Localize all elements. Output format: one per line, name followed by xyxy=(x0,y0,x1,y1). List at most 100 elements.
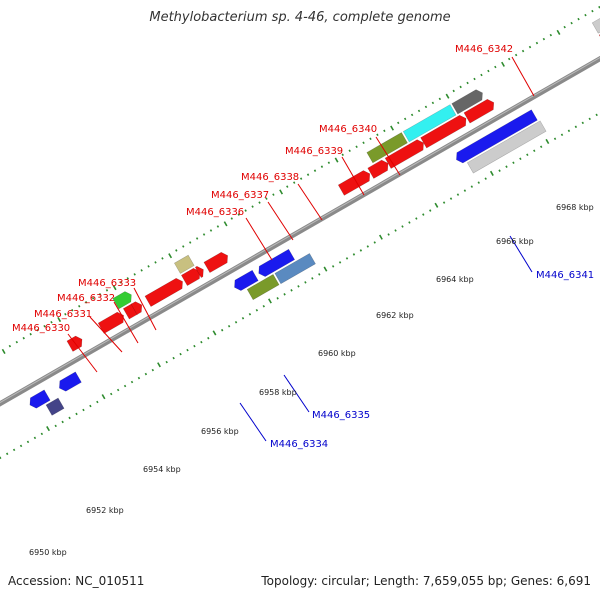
scale-tick xyxy=(105,289,109,292)
gene-label: M446_6339 xyxy=(285,146,343,157)
gene-arrow[interactable] xyxy=(45,397,65,416)
gene-arrow[interactable] xyxy=(203,250,231,274)
scale-tick xyxy=(526,153,529,156)
scale-tick xyxy=(570,21,573,25)
forward-strand xyxy=(66,2,600,352)
scale-tick xyxy=(182,245,185,248)
scale-tick xyxy=(574,125,578,129)
gene-arrow[interactable] xyxy=(274,253,316,285)
scale-tick xyxy=(424,105,428,109)
scale-tick xyxy=(276,297,279,300)
scale-tick xyxy=(348,149,351,153)
scale-tick xyxy=(40,432,44,436)
scale-tick xyxy=(366,245,370,248)
scale-tick xyxy=(556,29,561,35)
scale-tick xyxy=(581,121,584,125)
scale-tick xyxy=(505,165,508,168)
kbp-label: 6964 kbp xyxy=(436,275,474,284)
gene-arrow[interactable] xyxy=(256,248,296,278)
scale-tick xyxy=(237,213,240,216)
scale-tick xyxy=(1,348,6,355)
scale-tick xyxy=(36,328,39,332)
reverse-strand xyxy=(27,109,547,416)
scale-tick xyxy=(549,33,553,37)
scale-tick xyxy=(5,452,9,456)
scale-tick xyxy=(410,113,414,117)
scale-tick xyxy=(71,308,74,312)
scale-tick xyxy=(188,241,192,244)
gene-arrow[interactable] xyxy=(337,169,373,196)
gene-arrow[interactable] xyxy=(463,97,497,124)
kbp-label: 6968 kbp xyxy=(556,203,594,212)
scale-tick xyxy=(165,360,168,364)
gene-arrow[interactable] xyxy=(402,104,457,143)
gene-arrow[interactable] xyxy=(246,274,280,301)
gene-arrow[interactable] xyxy=(466,120,547,174)
topology-text: Topology: circular; Length: 7,659,055 bp… xyxy=(261,574,591,588)
gene-arrow[interactable] xyxy=(591,2,600,34)
scale-tick xyxy=(179,352,182,356)
gene-arrow[interactable] xyxy=(144,276,186,307)
kbp-label: 6952 kbp xyxy=(86,506,124,515)
gene-arrow[interactable] xyxy=(453,109,538,165)
scale-tick xyxy=(209,229,213,232)
scale-tick xyxy=(290,289,293,292)
scale-tick xyxy=(68,416,71,420)
leader-line xyxy=(267,201,294,241)
scale-tick xyxy=(501,61,505,67)
scale-tick xyxy=(154,261,157,264)
gene-label: M446_6335 xyxy=(312,410,370,421)
scale-tick xyxy=(463,189,467,192)
scale-tick xyxy=(456,193,460,196)
scale-tick xyxy=(22,336,25,340)
scale-tick xyxy=(227,324,231,328)
scale-tick xyxy=(403,117,407,121)
gene-arrow[interactable] xyxy=(451,88,486,115)
genome-backbone xyxy=(0,0,600,456)
scale-tick xyxy=(533,149,536,153)
scale-tick xyxy=(251,205,254,208)
scale-tick xyxy=(268,298,272,304)
scale-tick xyxy=(528,45,532,49)
gene-arrow[interactable] xyxy=(367,158,391,179)
scale-tick xyxy=(383,129,386,133)
scale-tick xyxy=(408,221,411,224)
gene-label: M446_6341 xyxy=(536,270,594,281)
scale-tick xyxy=(376,133,379,137)
scale-tick xyxy=(553,137,557,141)
gene-arrow[interactable] xyxy=(56,371,82,393)
gene-arrow[interactable] xyxy=(112,290,135,310)
gene-arrow[interactable] xyxy=(384,138,427,169)
scale-tick xyxy=(186,348,189,352)
scale-tick xyxy=(489,170,494,176)
gene-label: M446_6338 xyxy=(241,172,299,183)
scale-tick xyxy=(539,145,543,149)
gene-arrow[interactable] xyxy=(420,113,469,149)
scale-tick xyxy=(144,372,148,376)
scale-tick xyxy=(359,249,363,252)
gene-arrow[interactable] xyxy=(194,264,206,279)
scale-tick xyxy=(140,269,143,272)
scale-tick xyxy=(168,253,173,259)
scale-tick xyxy=(429,209,432,212)
gene-arrow[interactable] xyxy=(366,132,408,164)
scale-tick xyxy=(96,400,99,404)
leader-line xyxy=(511,56,535,97)
gene-arrow[interactable] xyxy=(27,389,51,410)
scale-tick xyxy=(26,440,30,444)
scale-tick xyxy=(123,384,127,388)
gene-arrow[interactable] xyxy=(130,300,145,315)
scale-tick xyxy=(119,281,123,284)
gene-arrow[interactable] xyxy=(231,269,259,292)
scale-tick xyxy=(373,241,376,244)
scale-tick xyxy=(397,121,400,125)
scale-tick xyxy=(466,81,469,85)
scale-tick xyxy=(299,177,303,180)
scale-tick xyxy=(126,277,129,280)
gene-label: M446_6340 xyxy=(319,124,377,135)
gene-arrow[interactable] xyxy=(174,254,195,274)
scale-tick xyxy=(477,181,480,184)
scale-tick xyxy=(112,285,117,291)
scale-tick xyxy=(230,217,233,220)
scale-tick xyxy=(262,305,265,308)
